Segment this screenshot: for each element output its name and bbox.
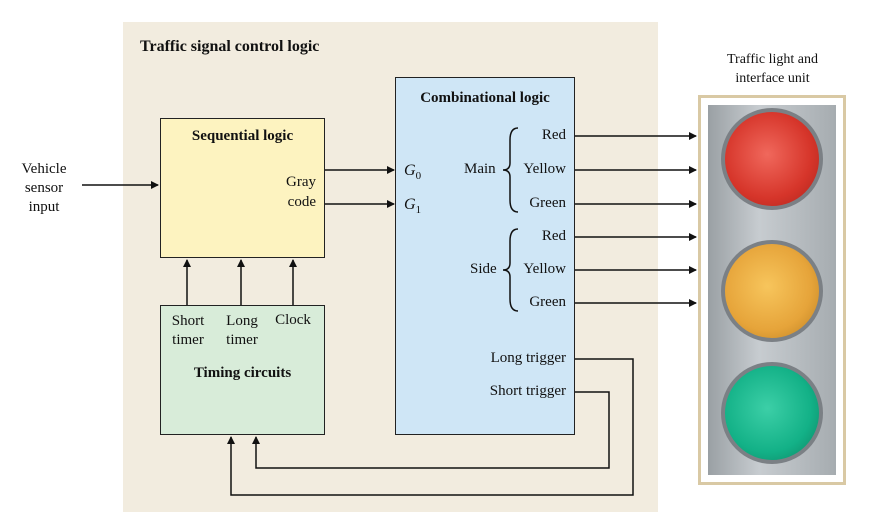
side-green-label: Green: [529, 294, 566, 310]
long-timer-line1: Long: [226, 313, 258, 329]
g0-letter: G: [404, 162, 416, 179]
yellow-lamp: [721, 240, 823, 342]
combinational-logic-block: [395, 77, 575, 435]
traffic-unit-caption: Traffic light and interface unit: [690, 50, 855, 88]
long-timer-line2: timer: [226, 332, 258, 348]
sequential-logic-block: [160, 118, 325, 258]
red-lamp: [721, 108, 823, 210]
gray-code-line2: code: [287, 194, 316, 210]
gray-code-label: Gray code: [260, 172, 316, 212]
long-trigger-loop: [227, 358, 634, 496]
traffic-unit-line1: Traffic light and: [727, 52, 818, 67]
main-brace: [502, 127, 519, 213]
g0-input-label: G0: [404, 162, 421, 182]
green-lamp: [721, 362, 823, 464]
main-green-label: Green: [529, 195, 566, 211]
vehicle-label-line1: Vehicle: [21, 161, 67, 177]
vehicle-label-line3: input: [28, 199, 60, 215]
long-trigger-label: Long trigger: [490, 350, 566, 366]
g0-subscript: 0: [415, 170, 422, 183]
main-yellow-label: Yellow: [523, 161, 566, 177]
combinational-logic-title: Combinational logic: [420, 90, 550, 106]
gray-code-line1: Gray: [286, 174, 316, 190]
vehicle-sensor-label: Vehicle sensor input: [14, 160, 74, 217]
side-brace: [502, 228, 519, 312]
long-timer-label: Long timer: [219, 312, 265, 350]
side-group-label: Side: [470, 261, 497, 277]
g1-letter: G: [404, 196, 416, 213]
short-timer-line2: timer: [172, 332, 204, 348]
main-red-label: Red: [541, 127, 566, 143]
g1-input-label: G1: [404, 196, 421, 216]
vehicle-label-line2: sensor: [24, 180, 64, 196]
traffic-unit-line2: interface unit: [735, 71, 810, 86]
side-yellow-label: Yellow: [523, 261, 566, 277]
timing-circuits-title: Timing circuits: [193, 365, 292, 381]
short-trigger-label: Short trigger: [489, 383, 566, 399]
g1-subscript: 1: [415, 204, 422, 217]
sequential-logic-title: Sequential logic: [191, 128, 294, 144]
timing-circuits-block: [160, 305, 325, 435]
side-red-label: Red: [541, 228, 566, 244]
short-timer-label: Short timer: [165, 312, 211, 350]
main-group-label: Main: [464, 161, 496, 177]
panel-title: Traffic signal control logic: [140, 38, 320, 55]
short-timer-line1: Short: [171, 313, 205, 329]
short-trigger-loop: [252, 391, 610, 469]
clock-label: Clock: [275, 312, 311, 328]
